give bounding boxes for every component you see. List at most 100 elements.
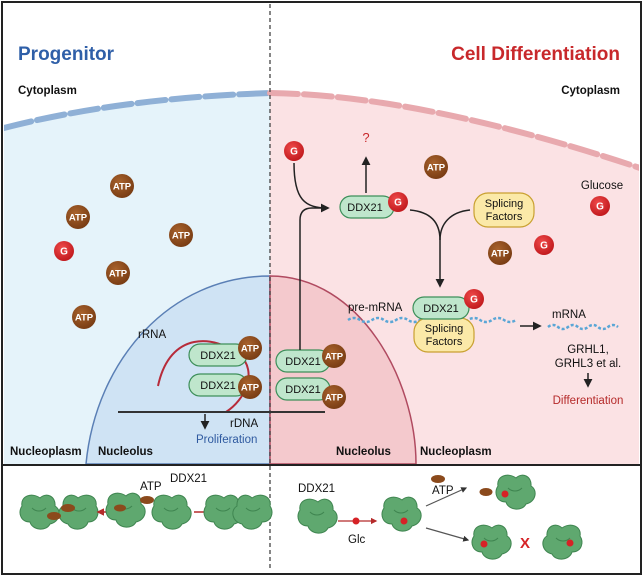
question-mark: ? xyxy=(362,130,369,145)
glucose-molecule: G xyxy=(54,241,74,261)
atp-molecule: ATP xyxy=(106,261,130,285)
progenitor-title: Progenitor xyxy=(18,44,115,65)
ddx21-protein: DDX21 xyxy=(412,296,470,320)
glc-molecule xyxy=(566,539,574,547)
atp-molecule: ATP xyxy=(238,375,262,399)
nucleolus-label-left: Nucleolus xyxy=(98,446,153,458)
nucleoplasm-label-right: Nucleoplasm xyxy=(420,446,492,458)
ddx21-protein: DDX21 xyxy=(275,377,331,401)
membrane-right xyxy=(267,90,639,171)
svg-text:G: G xyxy=(394,198,402,209)
rrna-label: rRNA xyxy=(138,329,166,341)
glc-molecule xyxy=(480,540,488,548)
svg-text:ATP: ATP xyxy=(109,269,128,280)
ddx21-export-arrow xyxy=(299,207,328,350)
svg-text:ATP: ATP xyxy=(113,182,132,193)
ddx21-label-bottom-left: DDX21 xyxy=(170,473,207,485)
atp-label-bottom-right: ATP xyxy=(432,485,454,497)
ddx21-protein: DDX21 xyxy=(188,373,248,397)
atp-label-bottom-left: ATP xyxy=(140,481,162,493)
svg-text:ATP: ATP xyxy=(325,352,344,363)
atp-molecule xyxy=(479,488,493,496)
glucose-label: Glucose xyxy=(581,180,623,192)
svg-text:Splicing: Splicing xyxy=(485,198,524,210)
blocked-mark: X xyxy=(520,535,530,552)
glc-molecule xyxy=(352,517,360,525)
atp-molecule: ATP xyxy=(110,174,134,198)
nucleoplasm-label-left: Nucleoplasm xyxy=(10,446,82,458)
glucose-molecule: G xyxy=(388,192,408,212)
ddx21-protein: DDX21 xyxy=(339,195,395,219)
top-panels xyxy=(4,90,639,464)
nucleolus-label-right: Nucleolus xyxy=(336,446,391,458)
svg-text:ATP: ATP xyxy=(325,393,344,404)
atp-molecule xyxy=(114,504,126,512)
mrna-label: mRNA xyxy=(552,309,586,321)
differentiation-label: Differentiation xyxy=(553,395,624,407)
svg-text:ATP: ATP xyxy=(427,163,446,174)
pre-mrna-label: pre-mRNA xyxy=(348,302,403,314)
proliferation-label: Proliferation xyxy=(196,434,257,446)
glucose-molecule: G xyxy=(464,289,484,309)
atp-molecule: ATP xyxy=(488,241,512,265)
nucleolus-right xyxy=(269,275,417,464)
svg-text:ATP: ATP xyxy=(241,344,260,355)
nucleolus-left xyxy=(85,275,271,464)
genes-line1: GRHL1, xyxy=(567,344,609,356)
svg-text:ATP: ATP xyxy=(69,213,88,224)
mrna-strand xyxy=(547,323,619,331)
ddx21-label-bottom-right: DDX21 xyxy=(298,483,335,495)
svg-text:G: G xyxy=(470,295,478,306)
glucose-molecule: G xyxy=(590,196,610,216)
bottom-right-panel: DDX21 Glc ATP X xyxy=(297,474,583,560)
atp-molecule xyxy=(61,504,75,512)
svg-text:DDX21: DDX21 xyxy=(285,356,320,368)
svg-text:Splicing: Splicing xyxy=(425,323,464,335)
svg-text:ATP: ATP xyxy=(241,383,260,394)
svg-text:ATP: ATP xyxy=(172,231,191,242)
cytoplasm-label-left: Cytoplasm xyxy=(18,85,77,97)
atp-molecule xyxy=(431,475,445,483)
splicing-factors: Splicing Factors xyxy=(413,317,475,353)
svg-text:DDX21: DDX21 xyxy=(200,380,235,392)
svg-text:G: G xyxy=(60,247,68,258)
svg-text:G: G xyxy=(540,241,548,252)
atp-molecule: ATP xyxy=(424,155,448,179)
atp-molecule xyxy=(140,496,154,504)
svg-text:ATP: ATP xyxy=(75,313,94,324)
rdna-label: rDNA xyxy=(230,418,258,430)
svg-text:DDX21: DDX21 xyxy=(200,350,235,362)
atp-molecule: ATP xyxy=(72,305,96,329)
atp-molecule: ATP xyxy=(238,336,262,360)
cytoplasm-label-right: Cytoplasm xyxy=(561,85,620,97)
svg-text:ATP: ATP xyxy=(491,249,510,260)
atp-molecule xyxy=(47,512,61,520)
svg-text:DDX21: DDX21 xyxy=(285,384,320,396)
dimerization-arrow xyxy=(425,527,470,542)
svg-text:DDX21: DDX21 xyxy=(347,202,382,214)
glucose-molecule: G xyxy=(284,141,304,161)
svg-text:DDX21: DDX21 xyxy=(423,303,458,315)
bottom-left-panel: ATP DDX21 xyxy=(19,473,273,530)
glucose-molecule: G xyxy=(534,235,554,255)
differentiation-title: Cell Differentiation xyxy=(451,44,620,65)
membrane-left xyxy=(4,90,273,131)
atp-molecule: ATP xyxy=(169,223,193,247)
svg-text:Factors: Factors xyxy=(426,336,463,348)
genes-line2: GRHL3 et al. xyxy=(555,358,621,370)
splicing-factors: Splicing Factors xyxy=(473,192,535,228)
atp-molecule: ATP xyxy=(66,205,90,229)
svg-text:G: G xyxy=(596,202,604,213)
atp-molecule: ATP xyxy=(322,344,346,368)
merge-arrow-right xyxy=(439,209,471,241)
glc-label: Glc xyxy=(348,534,366,546)
ddx21-protein: DDX21 xyxy=(275,349,331,373)
atp-binding-arrow xyxy=(425,487,468,507)
glc-molecule xyxy=(501,490,509,498)
svg-text:Factors: Factors xyxy=(486,211,523,223)
svg-text:G: G xyxy=(290,147,298,158)
atp-molecule: ATP xyxy=(322,385,346,409)
glc-molecule xyxy=(400,517,408,525)
